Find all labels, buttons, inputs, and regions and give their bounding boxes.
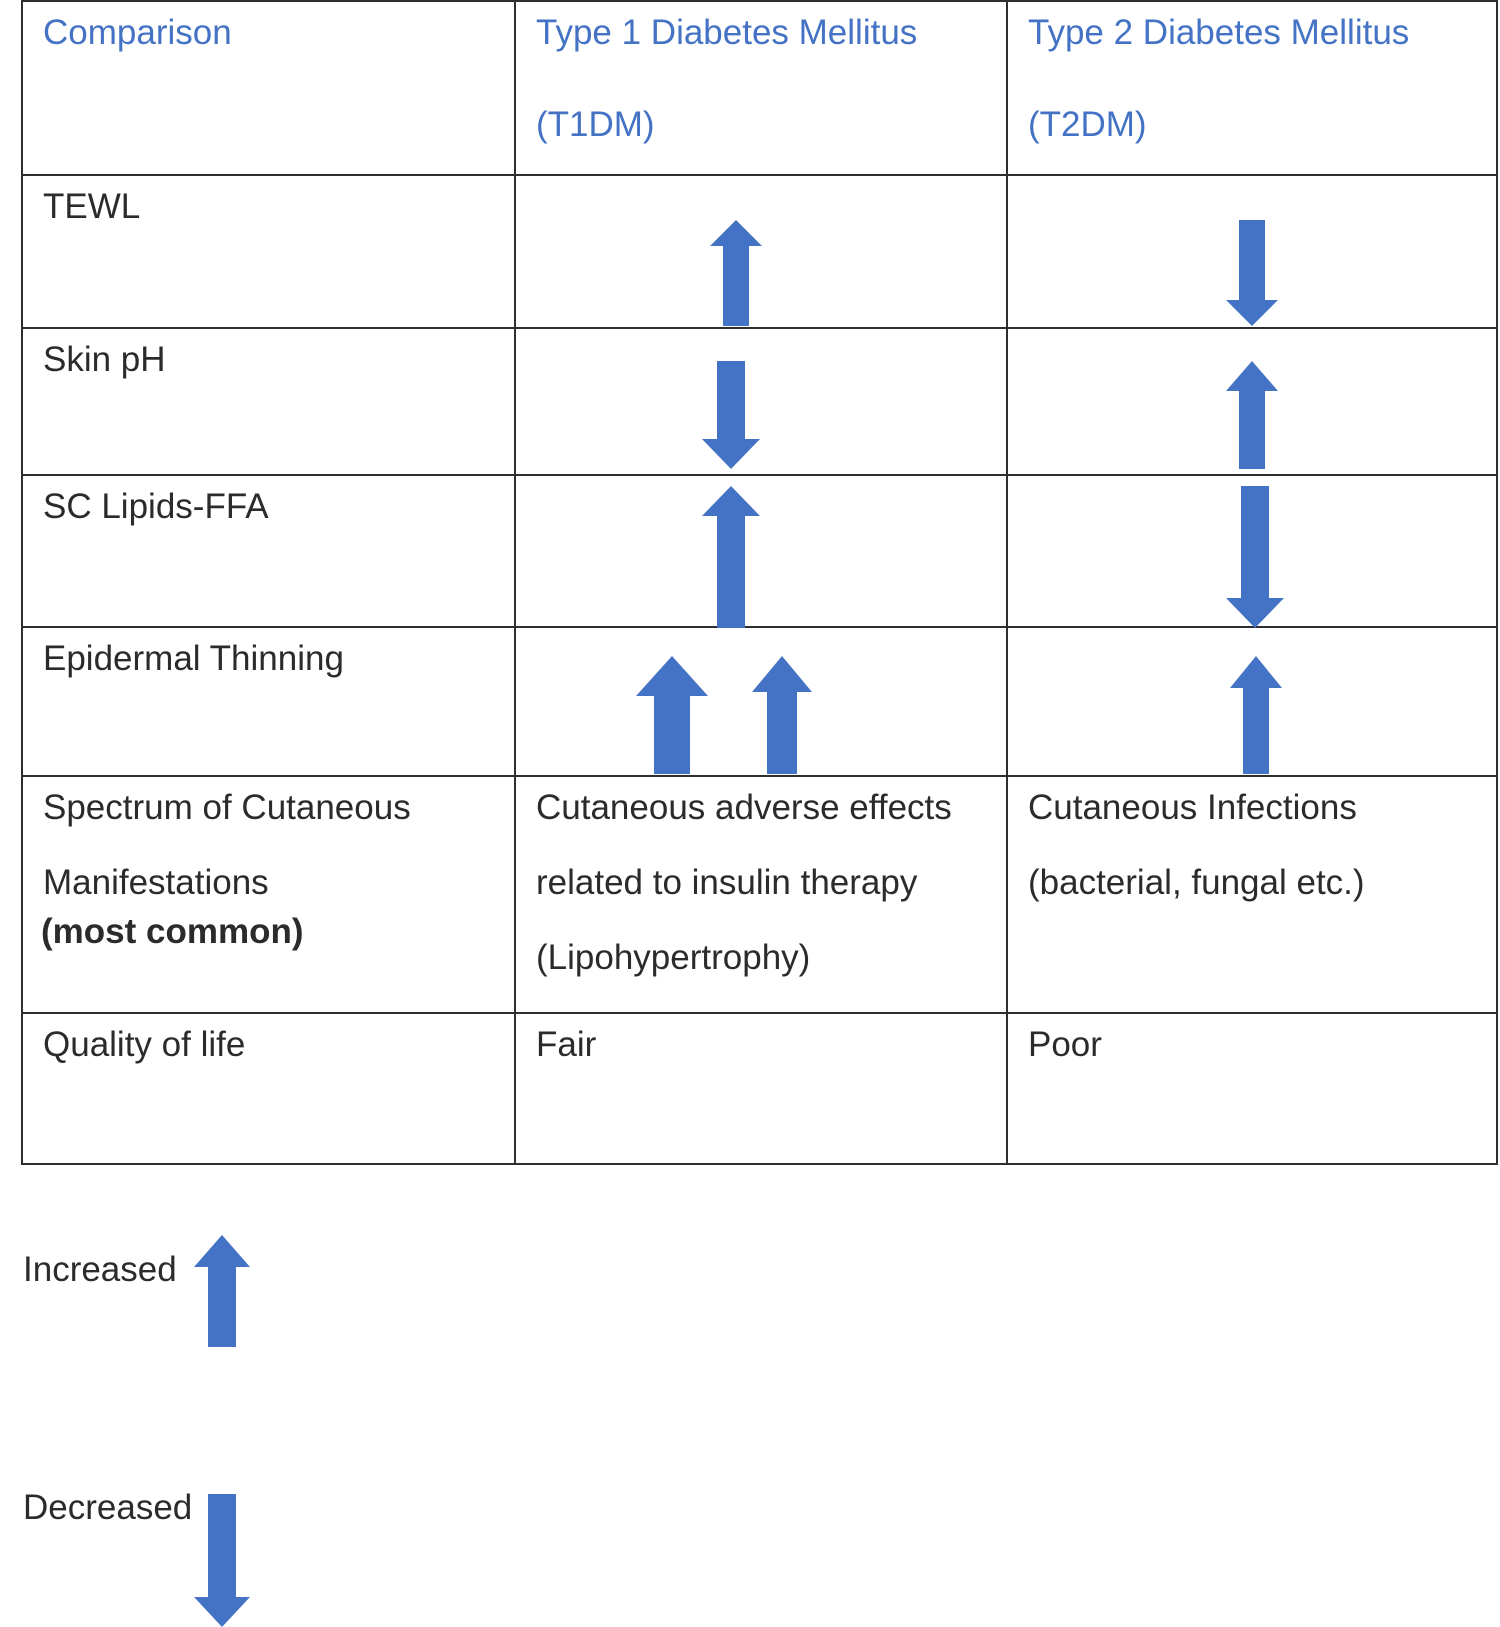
- t2dm-spectrum-line2: (bacterial, fungal etc.): [1028, 863, 1365, 903]
- table-row: Quality of life Fair Poor: [21, 1012, 1498, 1165]
- header-t1dm-line2: (T1DM): [536, 105, 655, 145]
- t1dm-spectrum-line3: (Lipohypertrophy): [536, 938, 811, 978]
- row-label-spectrum-line3: (most common): [41, 912, 304, 952]
- row-label-spectrum-line2: Manifestations: [43, 863, 269, 903]
- header-cell-t1dm: Type 1 Diabetes Mellitus (T1DM): [514, 0, 1008, 176]
- legend-increased-label: Increased: [23, 1250, 177, 1289]
- t1dm-quality-value: Fair: [536, 1025, 597, 1064]
- legend-arrow-down-icon: [194, 1494, 250, 1627]
- header-row: Comparison Type 1 Diabetes Mellitus (T1D…: [21, 0, 1498, 176]
- table-row: Spectrum of Cutaneous Manifestations (mo…: [21, 775, 1498, 1014]
- header-t1dm-line1: Type 1 Diabetes Mellitus: [536, 13, 918, 52]
- row-label-sc-lipids: SC Lipids-FFA: [43, 487, 269, 526]
- row-label-tewl: TEWL: [43, 187, 141, 226]
- table-row: Epidermal Thinning: [21, 626, 1498, 777]
- row-label-epidermal-thinning: Epidermal Thinning: [43, 639, 344, 678]
- header-t2dm-line2: (T2DM): [1028, 105, 1147, 145]
- row-label-quality-of-life: Quality of life: [43, 1025, 246, 1064]
- arrow-down-icon: [1226, 220, 1278, 326]
- t2dm-spectrum-line1: Cutaneous Infections: [1028, 788, 1357, 827]
- arrow-up-icon: [1230, 656, 1282, 774]
- table-row: SC Lipids-FFA: [21, 474, 1498, 628]
- row-label-spectrum-line1: Spectrum of Cutaneous: [43, 788, 411, 827]
- header-t2dm-line1: Type 2 Diabetes Mellitus: [1028, 13, 1410, 52]
- header-cell-comparison: Comparison: [21, 0, 516, 176]
- header-cell-t2dm: Type 2 Diabetes Mellitus (T2DM): [1006, 0, 1498, 176]
- table-row: TEWL: [21, 174, 1498, 329]
- comparison-table: Comparison Type 1 Diabetes Mellitus (T1D…: [21, 0, 1498, 1165]
- row-label-skin-ph: Skin pH: [43, 340, 166, 379]
- t1dm-spectrum-line1: Cutaneous adverse effects: [536, 788, 952, 827]
- legend-decreased-label: Decreased: [23, 1488, 193, 1527]
- arrow-up-icon: [1226, 361, 1278, 469]
- arrow-up-icon: [752, 656, 812, 774]
- arrow-up-icon: [636, 656, 708, 774]
- arrow-up-icon: [702, 486, 760, 628]
- arrow-down-icon: [702, 361, 760, 469]
- header-comparison: Comparison: [43, 13, 232, 52]
- arrow-up-icon: [710, 220, 762, 326]
- arrow-down-icon: [1226, 486, 1284, 628]
- table-row: Skin pH: [21, 327, 1498, 476]
- t1dm-spectrum-line2: related to insulin therapy: [536, 863, 918, 903]
- t2dm-quality-value: Poor: [1028, 1025, 1102, 1064]
- legend-arrow-up-icon: [194, 1235, 250, 1347]
